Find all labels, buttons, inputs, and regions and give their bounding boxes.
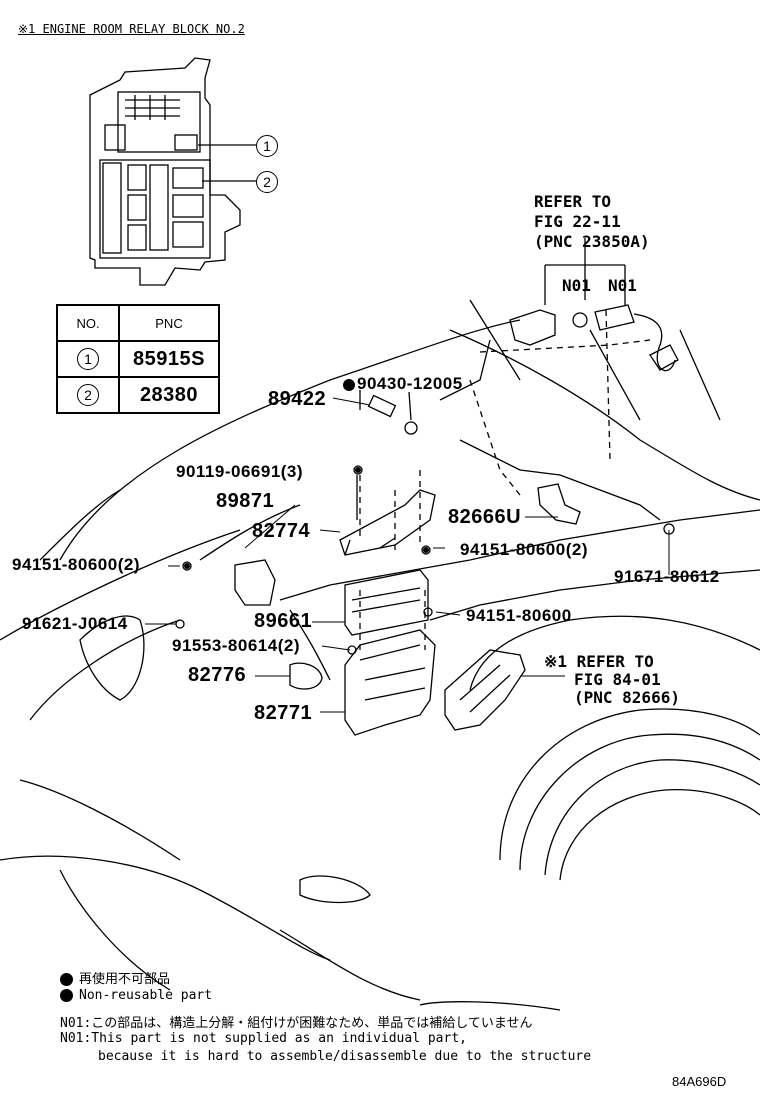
figure-code: 84A696D — [672, 1074, 727, 1089]
pnc-row-value: 28380 — [118, 376, 220, 414]
pnc-row-number: 2 — [77, 384, 99, 406]
relay-callout-2: 2 — [256, 171, 278, 193]
part-number-82771: 82771 — [254, 702, 313, 724]
pnc-table-row: 2 28380 — [56, 376, 220, 414]
car-body-drawing — [0, 299, 760, 1011]
refer-top-line1: REFER TO — [534, 192, 612, 211]
legend-n01-en-line2: because it is hard to assemble/disassemb… — [98, 1049, 592, 1064]
part-number-82774: 82774 — [252, 520, 311, 542]
part-number-94151: 94151-80600 — [466, 606, 572, 625]
n01-label-left: N01 — [562, 276, 591, 295]
pnc-table-header-row: NO. PNC — [56, 304, 220, 342]
relay-callout-1: 1 — [256, 135, 278, 157]
refer-top-line3: (PNC 23850A) — [534, 232, 650, 251]
leader-lines — [145, 397, 670, 713]
relay-support-drawing — [444, 649, 526, 731]
part-number-89422: 89422 — [268, 388, 327, 410]
n01-label-right: N01 — [608, 276, 637, 295]
legend-n01-jp: N01:この部品は、構造上分解・組付けが困難なため、単品では補給していません — [60, 1016, 533, 1031]
relay-block-title: ※1 ENGINE ROOM RELAY BLOCK NO.2 — [18, 22, 245, 36]
pnc-row-no-cell: 2 — [56, 376, 120, 414]
relay-block-drawing — [89, 57, 256, 286]
part-number-94151-qty2-right: 94151-80600(2) — [460, 540, 588, 559]
legend-en-text: Non-reusable part — [79, 988, 213, 1003]
ecu-cover-drawing — [339, 465, 436, 556]
non-reusable-marker — [343, 378, 355, 391]
pnc-table-header-pnc: PNC — [118, 304, 220, 342]
legend-jp-text: 再使用不可部品 — [79, 972, 171, 987]
pnc-row-no-cell: 1 — [56, 340, 120, 378]
part-number-91621: 91621-J0614 — [22, 614, 128, 633]
pnc-table: NO. PNC 1 85915S 2 28380 — [56, 304, 220, 414]
refer-top-line2: FIG 22-11 — [534, 212, 621, 231]
refer-right-line2: FIG 84-01 — [574, 670, 661, 689]
refer-right-line1: ※1 REFER TO — [544, 652, 654, 671]
part-number-94151-qty2-left: 94151-80600(2) — [12, 555, 140, 574]
dashed-guides — [359, 309, 651, 650]
pnc-table-header-no: NO. — [56, 304, 120, 342]
part-number-89871: 89871 — [216, 490, 275, 512]
pnc-row-number: 1 — [77, 348, 99, 370]
sensor-89422-drawing — [367, 391, 418, 435]
part-number-91671: 91671-80612 — [614, 567, 720, 586]
part-number-90119: 90119-06691(3) — [176, 462, 304, 481]
refer-right-line3: (PNC 82666) — [574, 688, 680, 707]
part-number-89661: 89661 — [254, 610, 313, 632]
pnc-table-row: 1 85915S — [56, 340, 220, 378]
case-82771-drawing — [289, 629, 436, 736]
legend-jp-nonreusable: 再使用不可部品 — [60, 968, 170, 987]
legend-en-nonreusable: Non-reusable part — [60, 988, 212, 1003]
part-number-91553: 91553-80614(2) — [172, 636, 300, 655]
non-reusable-bullet — [60, 973, 73, 986]
pnc-row-value: 85915S — [118, 340, 220, 378]
legend-n01-en-line1: N01:This part is not supplied as an indi… — [60, 1031, 467, 1046]
ecu-89661-drawing — [344, 545, 433, 636]
part-90430-label: 90430-12005 — [343, 374, 463, 394]
non-reusable-bullet — [60, 989, 73, 1002]
part-number-90430: 90430-12005 — [357, 374, 463, 393]
part-number-82666u: 82666U — [448, 506, 522, 528]
part-number-82776: 82776 — [188, 664, 247, 686]
n01-parts-drawing — [509, 238, 679, 372]
bracket-82666u-drawing — [537, 483, 675, 535]
